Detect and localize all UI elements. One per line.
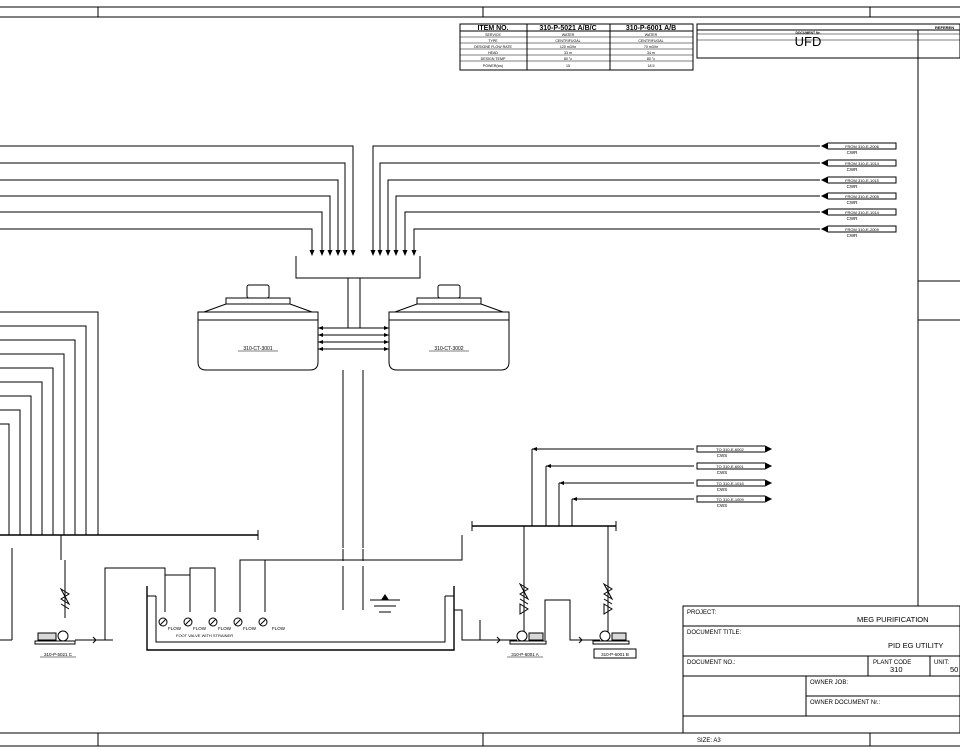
tower-interconnect [318,326,389,610]
cwr-tag-4: FROM 310-E-2005 CWR [820,192,897,205]
document-nr-value: UFD [795,34,822,49]
spec-value: 80 °c [564,57,572,61]
flow-label-2: FLOW [193,626,207,631]
right-pump-circuit [454,582,614,644]
pump-6001-a-tag: 310-P-6001 A [511,652,539,657]
cwr-tag-4-service: CWR [847,200,858,205]
plant-code-value: 310 [890,665,903,674]
cwr-tag-2: FROM 310-E-1014 CWR [820,159,897,172]
spec-value: 33 m [564,51,572,55]
cwr-tag-3-service: CWR [847,184,858,189]
pump-6001-b: 310-P-6001 B [590,630,637,659]
doc-no-label: DOCUMENT NO.: [687,660,736,666]
spec-header-pump-5021: 310-P-5021 A/B/C [539,25,596,32]
foot-valve [258,617,268,627]
foot-valve [233,617,243,627]
pump-6001-b-tag: 310-P-6001 B [601,652,629,657]
spec-value: CENTRIFUGAL [555,39,580,43]
cwr-tag-6-text: FROM 310-E-2009 [845,227,880,232]
owner-job-label: OWNER JOB: [810,680,848,686]
pump-5021-c: 310-P-5021 C [0,630,90,658]
cws-tag-3: TO 310-E-1016 CWS [696,479,773,492]
foot-valve [183,617,193,627]
unit-value: 50 [950,665,958,674]
cwr-tag-5-service: CWR [847,216,858,221]
document-nr-label: DOCUMENT Nr. [795,31,820,35]
title-block: PROJECT: MEG PURIFICATION DOCUMENT TITLE… [682,605,960,744]
spec-header-item: ITEM NO. [477,25,508,32]
project-value: MEG PURIFICATION [857,615,929,624]
cwr-tag-3-text: FROM 310-E-1015 [845,178,880,183]
cooling-tower-2: 310-CT-3002 [388,284,510,371]
cooling-tower-1: 310-CT-3001 [197,284,319,371]
spec-value: 18.5 [648,64,655,68]
cws-tag-3-service: CWS [717,487,728,492]
spec-label: POWER(kw) [483,64,503,68]
reference-label: REFEREN [935,25,954,30]
spec-label: HEAD [488,51,498,55]
distribution-header [295,256,421,328]
flow-label-5: FLOW [272,626,286,631]
size-label: SIZE: A3 [697,738,721,744]
spec-value: 34 m [647,51,655,55]
spec-value: 80 °c [647,57,655,61]
pump-6001-a: 310-P-6001 A [506,630,547,658]
project-label: PROJECT: [687,610,716,616]
cwr-return-lines [0,145,820,256]
cwr-tag-1-text: FROM 310-E-2006 [845,144,880,149]
doc-title-label: DOCUMENT TITLE: [687,630,741,636]
pump-5021-c-tag: 310-P-5021 C [44,652,73,657]
cwr-tag-6: FROM 310-E-2009 CWR [820,225,897,238]
cwr-tag-2-text: FROM 310-E-1014 [845,161,880,166]
cws-tag-4-service: CWS [717,503,728,508]
cooling-tower-2-tag: 310-CT-3002 [434,346,463,352]
cws-supply-header [471,447,694,640]
cwr-tag-4-text: FROM 310-E-2005 [845,194,880,199]
cwr-tag-5-text: FROM 310-E-1014 [845,210,880,215]
cws-tag-1-text: TO 310-E-6002 [716,447,744,452]
doc-title-value: PID EG UTILITY [888,641,943,650]
spec-value: WATER [562,33,575,37]
cws-tag-4: TO 310-E-1009 CWS [696,495,773,508]
cws-tag-1: TO 310-E-6002 CWS [696,445,773,458]
cwr-tag-6-service: CWR [847,233,858,238]
spec-value: 70 m3/hr [644,45,659,49]
left-pump-circuit [11,548,166,644]
cold-water-basin: FLOW FLOW FLOW FLOW FLOW FOOT VALVE WITH… [146,535,463,651]
foot-valve-strainer-label: FOOT VALVE WITH STRAINER [176,633,233,638]
cwr-tag-1-service: CWR [847,150,858,155]
cwr-tag-1: FROM 310-E-2006 CWR [820,142,897,155]
flow-label-1: FLOW [168,626,182,631]
cws-tag-2-service: CWS [717,470,728,475]
cwr-tag-2-service: CWR [847,167,858,172]
spec-value: 120 m3/hr [560,45,577,49]
spec-header-pump-6001: 310-P-6001 A/B [626,25,676,32]
spec-label: DESIGN TEMP [481,57,506,61]
spec-value: WATER [645,33,658,37]
plant-code-label: PLANT CODE [873,660,911,666]
flow-label-4: FLOW [243,626,257,631]
flow-label-3: FLOW [218,626,232,631]
spec-label: SERVICE [485,33,501,37]
cws-tag-3-text: TO 310-E-1016 [716,481,744,486]
cws-tag-2-text: TO 310-E-6001 [716,464,744,469]
unit-label: UNIT: [934,660,949,666]
cwr-tag-3: FROM 310-E-1015 CWR [820,176,897,189]
cws-tag-2: TO 310-E-6001 CWS [696,462,773,475]
reference-block: REFEREN DOCUMENT Nr. UFD [696,23,960,606]
foot-valve [158,617,168,627]
cws-tag-4-text: TO 310-E-1009 [716,497,744,502]
spec-label: TYPE [488,39,498,43]
pump-spec-table: ITEM NO. 310-P-5021 A/B/C 310-P-6001 A/B… [459,23,694,71]
cooling-tower-1-tag: 310-CT-3001 [243,346,272,352]
spec-value: CENTRIFUGAL [638,39,663,43]
cwr-tag-5: FROM 310-E-1014 CWR [820,208,897,221]
foot-valve [208,617,218,627]
cws-tag-1-service: CWS [717,453,728,458]
spec-label: DESIGNE FLOW RATE [474,45,512,49]
left-supply-lines [0,311,259,560]
owner-doc-label: OWNER DOCUMENT Nr.: [810,700,881,706]
spec-value: 15 [566,64,570,68]
